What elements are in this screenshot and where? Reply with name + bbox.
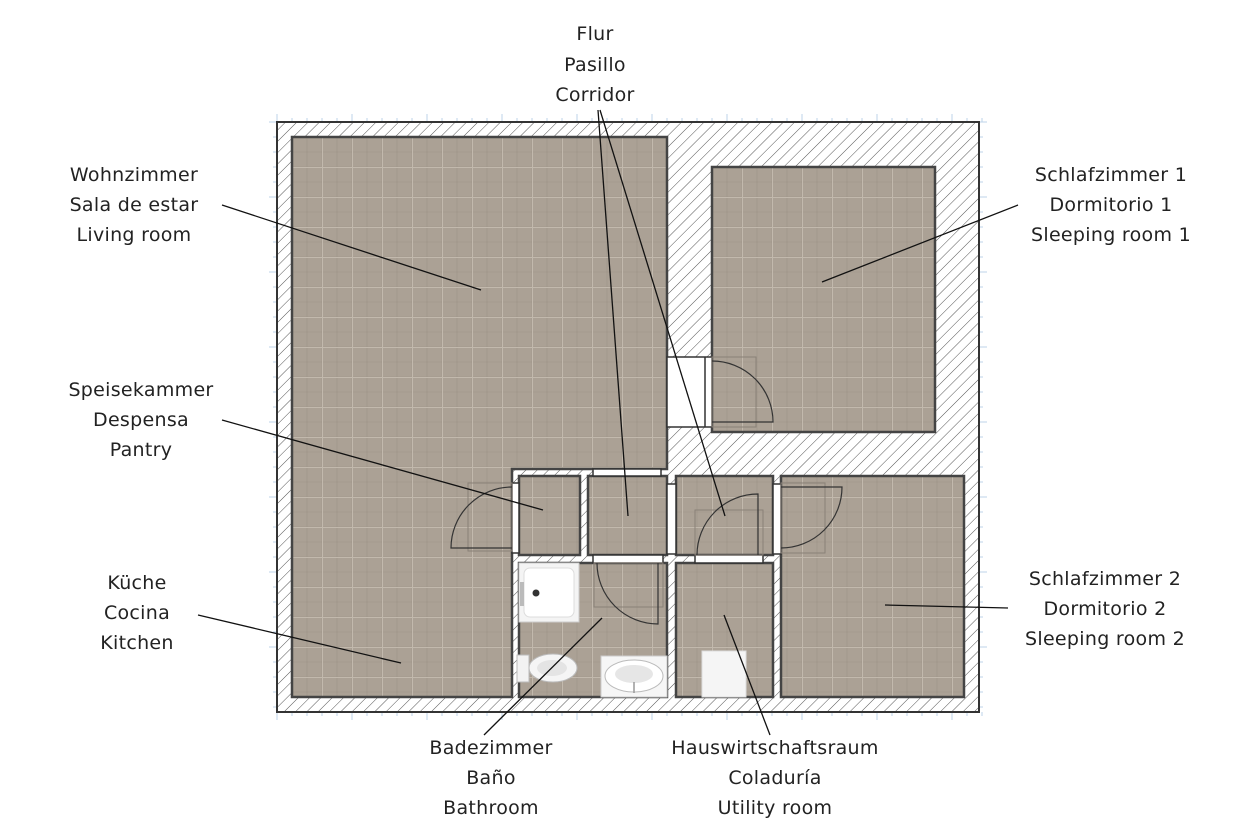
sink-icon bbox=[600, 655, 668, 698]
label-line: Hauswirtschaftsraum bbox=[671, 737, 878, 759]
label-living-room: Wohnzimmer Sala de estar Living room bbox=[70, 164, 199, 246]
room-bedroom1 bbox=[710, 165, 937, 434]
label-line: Schlafzimmer 2 bbox=[1029, 568, 1181, 590]
door-swings bbox=[450, 356, 843, 625]
washing-machine-icon bbox=[701, 650, 747, 698]
label-pantry: Speisekammer Despensa Pantry bbox=[68, 379, 213, 461]
label-line: Pasillo bbox=[564, 54, 626, 76]
label-line: Coladuría bbox=[728, 767, 821, 789]
label-line: Wohnzimmer bbox=[70, 164, 198, 186]
label-line: Sleeping room 1 bbox=[1031, 224, 1191, 246]
label-line: Dormitorio 2 bbox=[1043, 598, 1166, 620]
label-utility-room: Hauswirtschaftsraum Coladuría Utility ro… bbox=[671, 737, 878, 819]
shower-icon bbox=[518, 562, 580, 623]
label-line: Küche bbox=[107, 572, 166, 594]
label-kitchen: Küche Cocina Kitchen bbox=[100, 572, 174, 654]
label-line: Pantry bbox=[110, 439, 173, 461]
leader-lines bbox=[197, 109, 1019, 736]
label-bathroom: Badezimmer Baño Bathroom bbox=[429, 737, 552, 819]
label-line: Sala de estar bbox=[70, 194, 199, 216]
label-line: Baño bbox=[466, 767, 516, 789]
label-corridor: Flur Pasillo Corridor bbox=[555, 23, 634, 106]
label-line: Bathroom bbox=[443, 797, 539, 819]
room-pantry bbox=[517, 474, 582, 557]
label-line: Corridor bbox=[555, 84, 634, 106]
label-line: Despensa bbox=[93, 409, 189, 431]
label-line: Schlafzimmer 1 bbox=[1035, 164, 1187, 186]
label-line: Dormitorio 1 bbox=[1049, 194, 1172, 216]
label-line: Utility room bbox=[718, 797, 833, 819]
label-line: Living room bbox=[77, 224, 192, 246]
label-bedroom-1: Schlafzimmer 1 Dormitorio 1 Sleeping roo… bbox=[1031, 164, 1191, 246]
room-living-kitchen bbox=[290, 135, 669, 699]
room-bedroom2 bbox=[779, 474, 966, 699]
label-line: Flur bbox=[576, 23, 613, 45]
label-line: Sleeping room 2 bbox=[1025, 628, 1185, 650]
label-line: Speisekammer bbox=[68, 379, 213, 401]
toilet-icon bbox=[516, 653, 578, 683]
label-bedroom-2: Schlafzimmer 2 Dormitorio 2 Sleeping roo… bbox=[1025, 568, 1185, 650]
label-line: Badezimmer bbox=[429, 737, 552, 759]
label-line: Kitchen bbox=[100, 632, 174, 654]
label-line: Cocina bbox=[104, 602, 170, 624]
